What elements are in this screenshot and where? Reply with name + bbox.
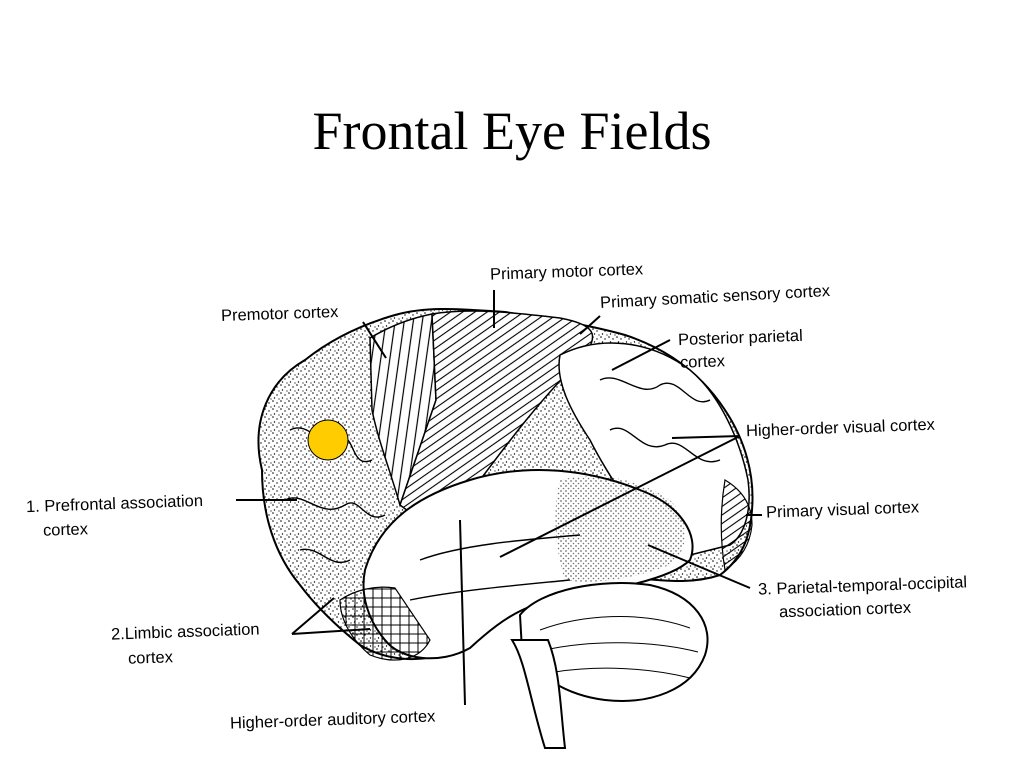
limbic-region: [339, 586, 431, 661]
primary-visual-region: [720, 479, 753, 572]
slide-title: Frontal Eye Fields: [312, 101, 712, 161]
cerebellum: [518, 582, 709, 702]
frontal-eye-field-marker: [307, 419, 349, 461]
label-limbic-2: cortex: [127, 648, 174, 668]
brain-stem: [510, 639, 567, 749]
label-premotor: Premotor cortex: [220, 302, 339, 326]
label-posterior-parietal-2: cortex: [679, 352, 726, 372]
leader-lines: [236, 290, 762, 706]
label-prefrontal-2: cortex: [42, 520, 89, 540]
pto-region: [555, 476, 685, 582]
